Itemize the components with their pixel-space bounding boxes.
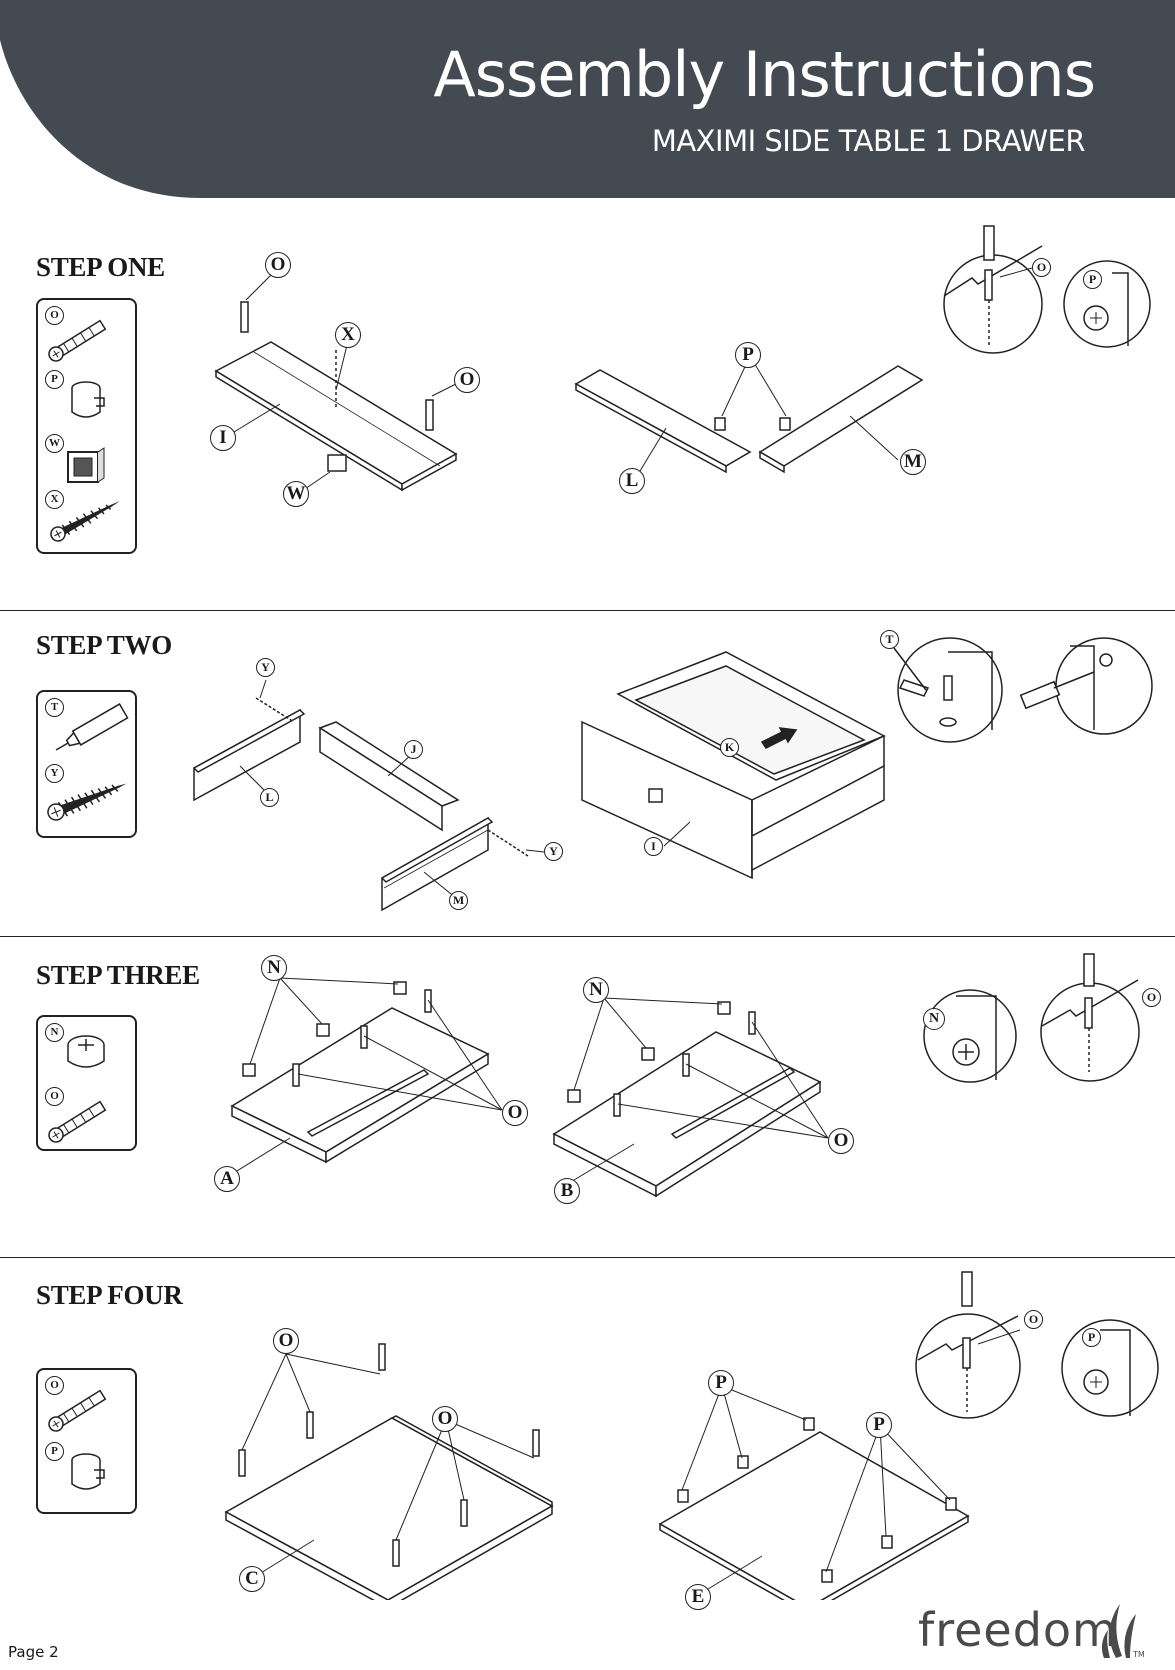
step-four-diagram xyxy=(224,1271,1159,1600)
part-letter: N xyxy=(45,1023,64,1042)
drawer-knob-icon xyxy=(67,447,105,483)
product-name: MAXIMI SIDE TABLE 1 DRAWER xyxy=(651,124,1086,158)
callout-o: O xyxy=(265,252,291,278)
callout-o: O xyxy=(273,1328,299,1354)
callout-n: N xyxy=(261,955,287,981)
callout-i: I xyxy=(644,837,663,856)
callout-n: N xyxy=(923,1008,945,1030)
cam-lock-icon xyxy=(71,381,105,418)
cam-lock-icon xyxy=(67,1035,105,1068)
callout-p: P xyxy=(866,1412,892,1438)
part-p: P xyxy=(38,1442,135,1506)
step-three-title: STEP THREE xyxy=(36,960,200,990)
cam-bolt-icon xyxy=(48,1389,107,1432)
part-n: N xyxy=(38,1023,135,1087)
callout-o: O xyxy=(1024,1310,1043,1329)
step-divider xyxy=(0,936,1175,937)
detail-circle-screwdriver xyxy=(1019,637,1153,735)
callout-p: P xyxy=(735,342,761,368)
wood-screw-icon xyxy=(50,501,120,542)
cam-bolt-icon xyxy=(48,319,107,362)
callout-p: P xyxy=(1082,1328,1101,1347)
callout-p: P xyxy=(1083,270,1102,289)
cam-bolt-icon xyxy=(48,1100,107,1143)
callout-o: O xyxy=(1142,988,1161,1007)
step-divider xyxy=(0,1257,1175,1258)
step-two-title: STEP TWO xyxy=(36,630,172,660)
step-four-title: STEP FOUR xyxy=(36,1280,183,1310)
step-four-parts-box: O P xyxy=(36,1368,137,1514)
part-letter: X xyxy=(45,490,64,509)
part-letter: P xyxy=(45,370,64,389)
page-number: Page 2 xyxy=(8,1643,59,1661)
step-one-title: STEP ONE xyxy=(36,252,165,282)
part-y: Y xyxy=(38,764,135,828)
callout-o: O xyxy=(454,367,480,393)
callout-a: A xyxy=(214,1166,240,1192)
callout-x: X xyxy=(335,322,361,348)
part-letter: O xyxy=(45,1087,64,1106)
callout-o: O xyxy=(502,1100,528,1126)
part-letter: O xyxy=(45,306,64,325)
callout-m: M xyxy=(900,449,926,475)
step-two-parts-box: T Y xyxy=(36,690,137,838)
callout-t: T xyxy=(880,630,899,649)
callout-y: Y xyxy=(544,842,563,861)
callout-p: P xyxy=(708,1370,734,1396)
step-two-diagram xyxy=(192,637,1153,912)
part-letter: O xyxy=(45,1376,64,1395)
detail-circle-glue xyxy=(893,637,1003,743)
detail-circle-cam xyxy=(1061,1319,1159,1417)
callout-y: Y xyxy=(256,658,275,677)
detail-circle-screwdriver xyxy=(1040,953,1140,1082)
callout-o: O xyxy=(828,1128,854,1154)
step-one-diagram xyxy=(214,225,1151,496)
glue-tube-icon xyxy=(55,703,129,751)
part-letter: T xyxy=(45,698,64,717)
callout-j: J xyxy=(404,740,423,759)
part-o: O xyxy=(38,1376,135,1440)
step-three-parts-box: N O xyxy=(36,1015,137,1151)
step-divider xyxy=(0,610,1175,611)
callout-k: K xyxy=(720,738,739,757)
part-w: W xyxy=(38,434,135,498)
callout-m: M xyxy=(449,891,468,910)
callout-o: O xyxy=(1032,258,1051,277)
wood-screw-icon xyxy=(47,783,127,821)
callout-b: B xyxy=(554,1178,580,1204)
trademark: TM xyxy=(1133,1650,1145,1659)
detail-circle-screwdriver xyxy=(943,225,1043,354)
callout-l: L xyxy=(260,788,279,807)
brand-leaf-icon xyxy=(1101,1604,1136,1658)
callout-l: L xyxy=(619,468,645,494)
header-banner: Assembly Instructions MAXIMI SIDE TABLE … xyxy=(0,0,1175,200)
part-t: T xyxy=(38,698,135,762)
callout-o: O xyxy=(432,1406,458,1432)
part-o: O xyxy=(38,1087,135,1151)
part-letter: P xyxy=(45,1442,64,1461)
brand-logo-text: freedom xyxy=(918,1603,1118,1657)
callout-e: E xyxy=(685,1584,711,1610)
page-title: Assembly Instructions xyxy=(433,38,1096,111)
header-band-shape xyxy=(0,0,1175,198)
part-x: X xyxy=(38,490,135,554)
part-o: O xyxy=(38,306,135,370)
step-three-diagram xyxy=(230,953,1140,1198)
step-one-parts-box: O P W X xyxy=(36,298,137,554)
part-letter: W xyxy=(45,434,64,453)
cam-lock-icon xyxy=(71,1453,105,1490)
callout-w: W xyxy=(283,481,309,507)
detail-circle-cam xyxy=(923,989,1017,1083)
detail-circle-screwdriver xyxy=(915,1271,1021,1419)
callout-n: N xyxy=(583,977,609,1003)
callout-i: I xyxy=(210,425,236,451)
part-p: P xyxy=(38,370,135,434)
callout-c: C xyxy=(239,1566,265,1592)
part-letter: Y xyxy=(45,764,64,783)
